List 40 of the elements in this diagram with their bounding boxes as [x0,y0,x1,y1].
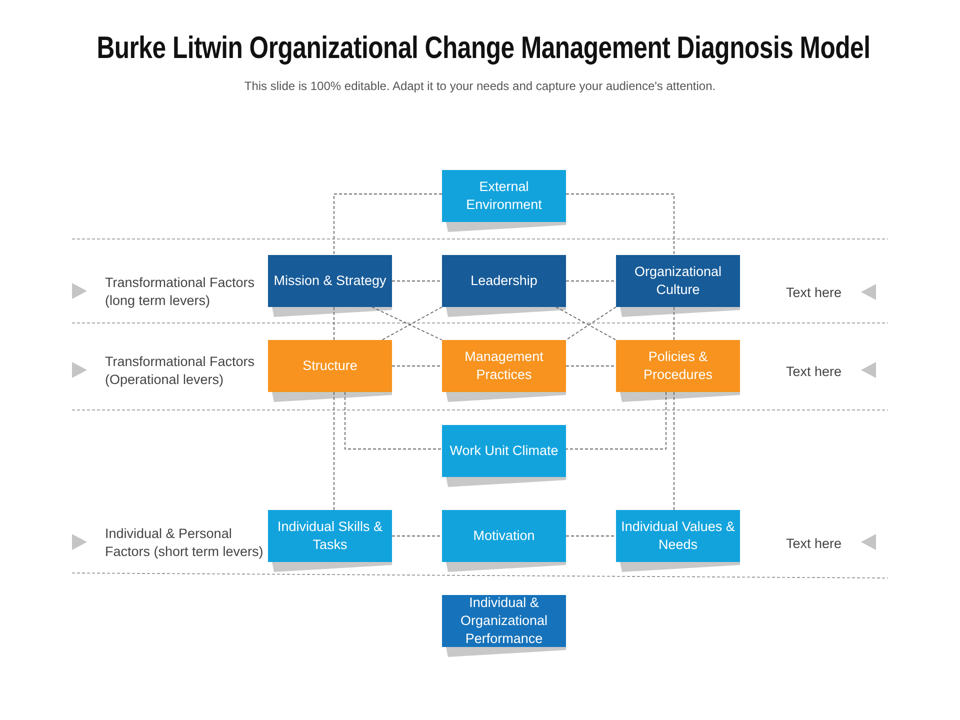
box-label: Mission & Strategy [274,272,386,290]
box-label: Management Practices [464,348,544,384]
box-label: Work Unit Climate [450,442,558,460]
box-label: Individual Skills & Tasks [276,518,384,554]
row-label: Transformational Factors (long term levers) [105,274,256,310]
process-box [268,255,392,307]
box-label: Individual & Organizational Performance [459,594,549,648]
process-box [442,340,566,392]
box-label: Structure [302,357,358,375]
box-label: Leadership [470,272,538,290]
note-text: Text here [786,363,843,381]
row-label: Transformational Factors (Operational levers) [105,353,256,389]
title: Burke Litwin Organizational Change Management Diagnosis Model [96,30,870,66]
connector-line [334,194,442,256]
box-label: Organizational Culture [633,263,723,299]
connector-line [566,280,616,282]
process-box [442,255,566,307]
process-box [442,510,566,562]
process-box [268,510,392,562]
note-text: Text here [786,535,843,553]
connector-line [344,392,442,450]
process-box [442,595,566,647]
box-label: Individual Values & Needs [620,518,736,554]
subtitle: This slide is 100% editable. Adapt it to your needs and capture your audience's attention. [243,79,717,93]
process-box [616,340,740,392]
process-box [616,255,740,307]
box-label: External Environment [465,178,543,214]
box-label: Policies & Procedures [642,348,714,384]
note-text: Text here [786,284,843,302]
box-label: Motivation [473,527,535,545]
connector-line [566,194,674,256]
connector-line [392,280,442,282]
process-box [442,425,566,477]
connector-line [566,392,666,450]
connector-line [566,306,616,340]
row-label: Individual & Personal Factors (short term levers) [105,525,264,561]
process-box [442,170,566,222]
process-box [616,510,740,562]
connector-line [556,306,616,340]
process-box [268,340,392,392]
